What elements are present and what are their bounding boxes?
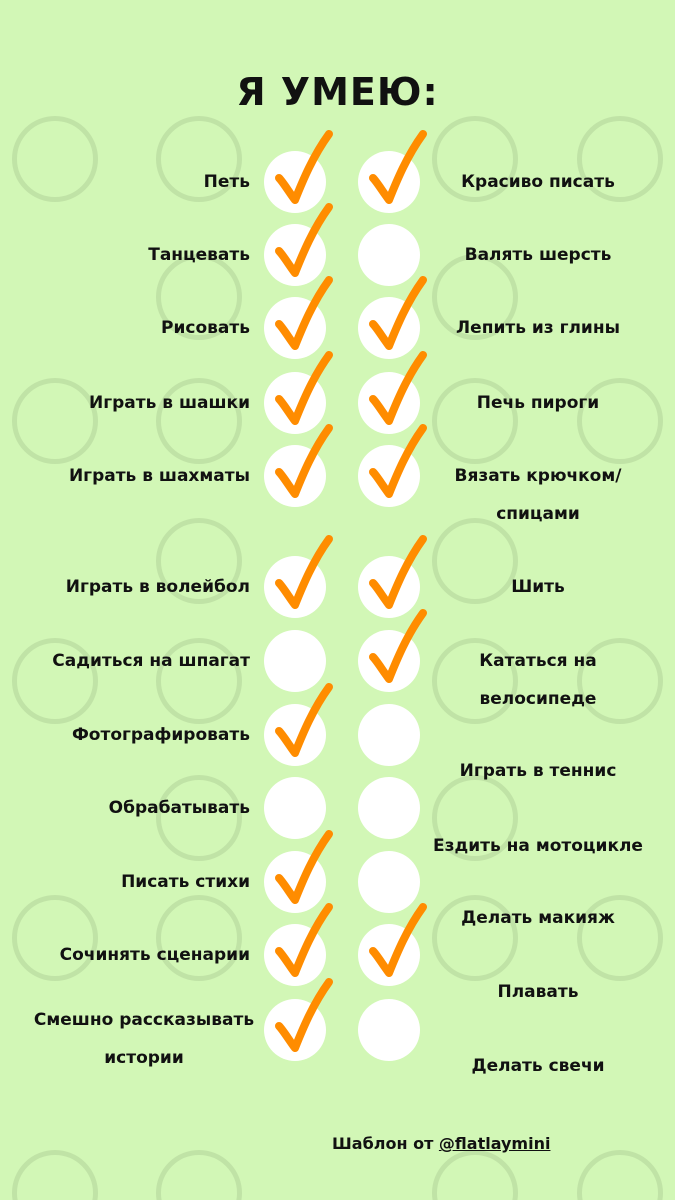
item-label-right-10: Делать макияж [461,908,615,928]
item-label-right-9: Ездить на мотоцикле [433,836,643,856]
footer-prefix: Шаблон от [332,1134,439,1153]
decor-ring [577,378,663,464]
decor-ring [156,116,242,202]
decor-ring [12,638,98,724]
checkbox-left-12[interactable] [264,999,326,1061]
decor-ring [432,1150,518,1200]
decor-ring [12,1150,98,1200]
checkbox-left-2[interactable] [264,224,326,286]
decor-ring [156,518,242,604]
decor-ring [577,638,663,724]
checkbox-right-2[interactable] [358,224,420,286]
checkbox-left-3[interactable] [264,297,326,359]
checkbox-left-9[interactable] [264,777,326,839]
decor-ring [577,116,663,202]
checkbox-left-10[interactable] [264,851,326,913]
decor-ring [577,895,663,981]
decor-ring [156,254,242,340]
decor-ring [432,378,518,464]
decor-ring [432,518,518,604]
item-label-left-3: Рисовать [161,318,250,338]
checkbox-left-5[interactable] [264,445,326,507]
decor-ring [12,378,98,464]
item-label-right-3: Лепить из глины [456,318,620,338]
decor-ring [156,638,242,724]
item-label-left-8: Фотографировать [71,725,250,745]
decor-ring [12,895,98,981]
item-label-right-8: Играть в теннис [459,761,617,781]
item-label-right-12: Делать свечи [471,1056,605,1076]
checkbox-left-1[interactable] [264,151,326,213]
item-label-right-5: Вязать крючком/ [454,466,622,486]
item-label-right-7: велосипеде [479,689,597,709]
decor-ring [577,1150,663,1200]
checkbox-left-7[interactable] [264,630,326,692]
checkbox-right-10[interactable] [358,851,420,913]
item-label-left-6: Играть в волейбол [65,577,250,597]
checkbox-left-6[interactable] [264,556,326,618]
item-label-right-11: Плавать [497,982,579,1002]
checkbox-left-11[interactable] [264,924,326,986]
item-label-right-2: Валять шерсть [464,245,612,265]
checkbox-right-9[interactable] [358,777,420,839]
page-title: Я УМЕЮ: [236,70,439,114]
item-label-left-7: Садиться на шпагат [52,651,250,671]
item-label-right-5: спицами [496,504,580,524]
decor-ring [432,775,518,861]
item-label-left-1: Петь [203,172,250,192]
decor-ring [432,638,518,724]
checkbox-right-12[interactable] [358,999,420,1061]
item-label-left-2: Танцевать [148,245,250,265]
item-label-left-11: Сочинять сценарии [59,945,250,965]
item-label-left-5: Играть в шахматы [68,466,250,486]
decor-ring [156,895,242,981]
item-label-left-12: Смешно рассказывать [33,1010,255,1030]
decor-ring [12,116,98,202]
footer-credit: Шаблон от @flatlaymini [332,1134,550,1153]
item-label-right-7: Кататься на [479,651,597,671]
decor-ring [432,254,518,340]
item-label-right-1: Красиво писать [461,172,615,192]
decor-ring [432,895,518,981]
checkbox-left-8[interactable] [264,704,326,766]
item-label-left-12: истории [104,1048,184,1068]
footer-handle-link[interactable]: @flatlaymini [438,1134,551,1153]
item-label-right-6: Шить [511,577,565,597]
decor-ring [156,378,242,464]
item-label-left-9: Обрабатывать [108,798,250,818]
decor-ring [156,1150,242,1200]
item-label-left-10: Писать стихи [121,872,250,892]
item-label-left-4: Играть в шашки [89,393,250,413]
item-label-right-4: Печь пироги [476,393,600,413]
checkbox-left-4[interactable] [264,372,326,434]
checkbox-right-8[interactable] [358,704,420,766]
decor-ring [432,116,518,202]
decor-ring [156,775,242,861]
